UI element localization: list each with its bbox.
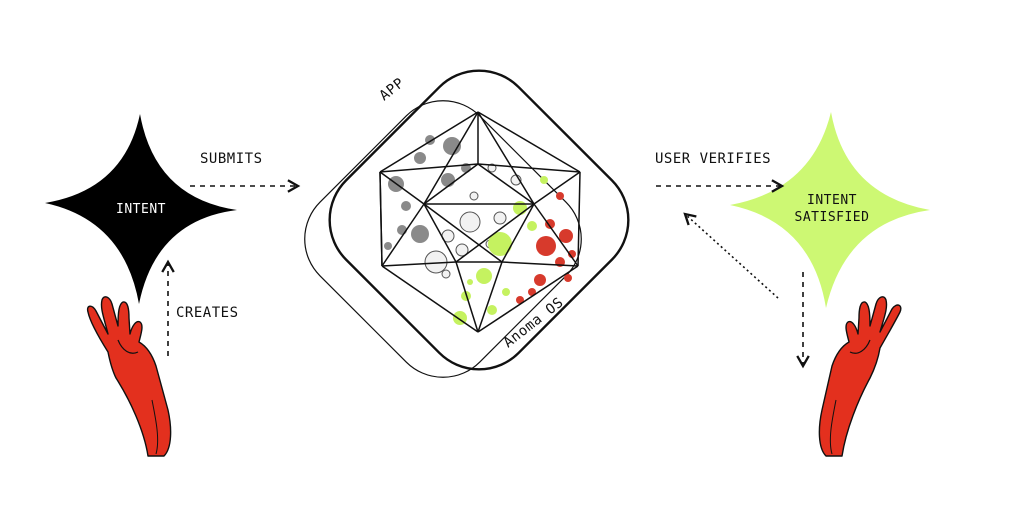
- icosahedron-edge: [423, 203, 457, 263]
- intent-dot: [441, 269, 451, 279]
- icosahedron-edge: [423, 111, 479, 205]
- intent-dot: [476, 268, 492, 284]
- icosahedron-edge: [477, 163, 581, 173]
- intent-dot: [488, 232, 512, 256]
- intent-label: INTENT: [116, 202, 166, 217]
- intent-dot: [564, 274, 572, 282]
- icosahedron-edge: [477, 261, 503, 333]
- submits-label: SUBMITS: [200, 151, 263, 167]
- intent-dot: [469, 191, 479, 201]
- creates-label: CREATES: [176, 305, 239, 321]
- intent-dot: [540, 176, 548, 184]
- icosahedron-edge: [477, 265, 579, 333]
- icosahedron-edge: [577, 171, 581, 267]
- intent-dot: [401, 201, 411, 211]
- icosahedron-edge: [455, 261, 479, 333]
- app-frame: [328, 69, 630, 371]
- intent-dot: [545, 219, 555, 229]
- icosahedron-edge: [379, 171, 383, 267]
- intent-dot: [493, 211, 507, 225]
- intent-dot: [527, 221, 537, 231]
- icosahedron-edge: [477, 111, 535, 205]
- icosahedron-edge: [533, 171, 581, 205]
- intent-dot: [455, 243, 469, 257]
- intent-dot: [559, 229, 573, 243]
- icosahedron-edge: [533, 203, 579, 267]
- intent-satisfied-star-icon: [730, 112, 930, 308]
- intent-dot: [467, 279, 473, 285]
- os-frame: [304, 100, 582, 378]
- icosahedron-edge: [501, 261, 579, 267]
- intent-dot: [502, 288, 510, 296]
- icosahedron-edge: [455, 203, 535, 263]
- right-hand-icon: [818, 296, 902, 457]
- icosahedron-edge: [381, 203, 425, 267]
- icosahedron-edge: [423, 203, 503, 263]
- icosahedron-icon: [379, 111, 581, 333]
- intent-dot: [384, 242, 392, 250]
- left-hand-icon: [86, 296, 172, 457]
- intent-dot: [534, 274, 546, 286]
- icosahedron-edge: [381, 261, 457, 267]
- intent-dot: [459, 211, 481, 233]
- intent-dot: [441, 173, 455, 187]
- icosahedron-edge: [477, 163, 535, 205]
- intent-dot: [556, 192, 564, 200]
- icosahedron-edge: [423, 163, 479, 205]
- intent-dot: [513, 201, 527, 215]
- icosahedron-edge: [477, 111, 581, 173]
- intent-dot: [443, 137, 461, 155]
- intent-satisfied-label-line1: INTENT: [807, 193, 857, 208]
- app-label: APP: [377, 75, 408, 104]
- icosahedron-edge: [379, 111, 479, 173]
- intent-dot: [528, 288, 536, 296]
- os-label: Anoma OS: [501, 295, 567, 352]
- intent-dot: [516, 296, 524, 304]
- intent-dot: [414, 152, 426, 164]
- icosahedron-edge: [501, 203, 535, 263]
- icosahedron-edge: [379, 163, 479, 173]
- intent-dot: [487, 305, 497, 315]
- return-dotted-arrow: [683, 212, 779, 299]
- intent-satisfied-label-line2: SATISFIED: [795, 210, 870, 225]
- icosahedron-edge: [379, 171, 425, 205]
- icosahedron-edge: [381, 265, 479, 333]
- user-verifies-label: USER VERIFIES: [655, 151, 771, 167]
- intent-dot: [411, 225, 429, 243]
- intent-dot: [536, 236, 556, 256]
- intent-star-icon: [45, 114, 237, 304]
